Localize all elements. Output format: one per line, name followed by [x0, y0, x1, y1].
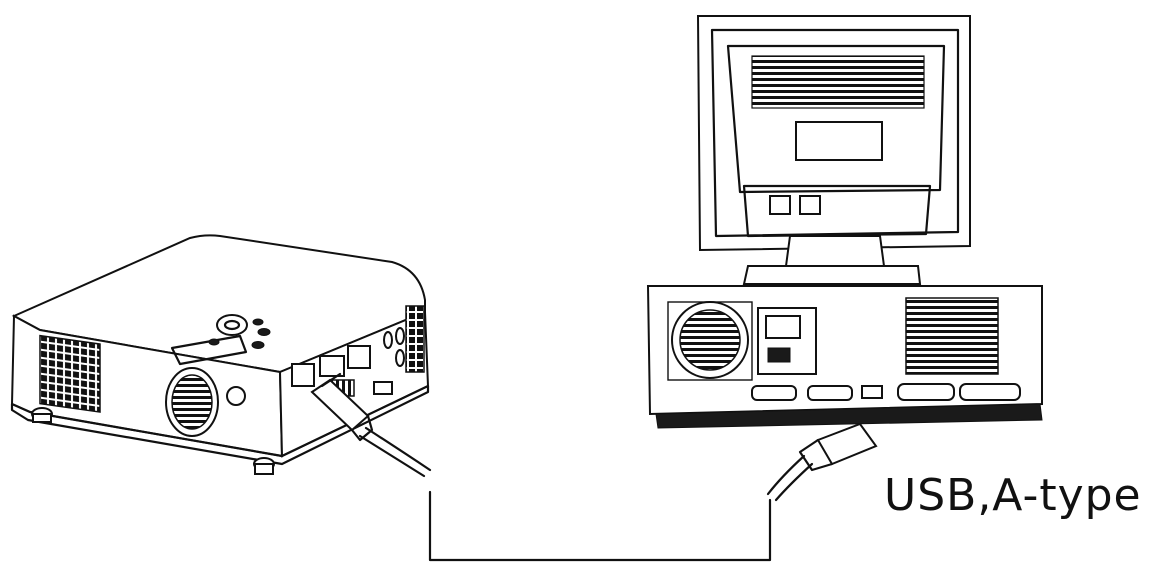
tower-ports: [751, 383, 1021, 401]
control-pad: [170, 314, 271, 366]
usb-plug-b: [310, 372, 432, 478]
connection-label: USB,A-type: [884, 470, 1142, 521]
computer-tower: [646, 285, 1043, 502]
usb-port: [861, 385, 883, 399]
computer-monitor: [696, 15, 971, 285]
projector-ports: [291, 305, 425, 397]
expansion-slots: [905, 297, 999, 375]
usb-plug-a: [766, 422, 878, 502]
monitor-vents: [751, 55, 925, 109]
fan-icon: [667, 301, 753, 381]
lens-icon: [165, 367, 246, 437]
usb-cable: [428, 490, 772, 562]
projector: [10, 234, 432, 478]
projector-vent: [39, 334, 101, 413]
